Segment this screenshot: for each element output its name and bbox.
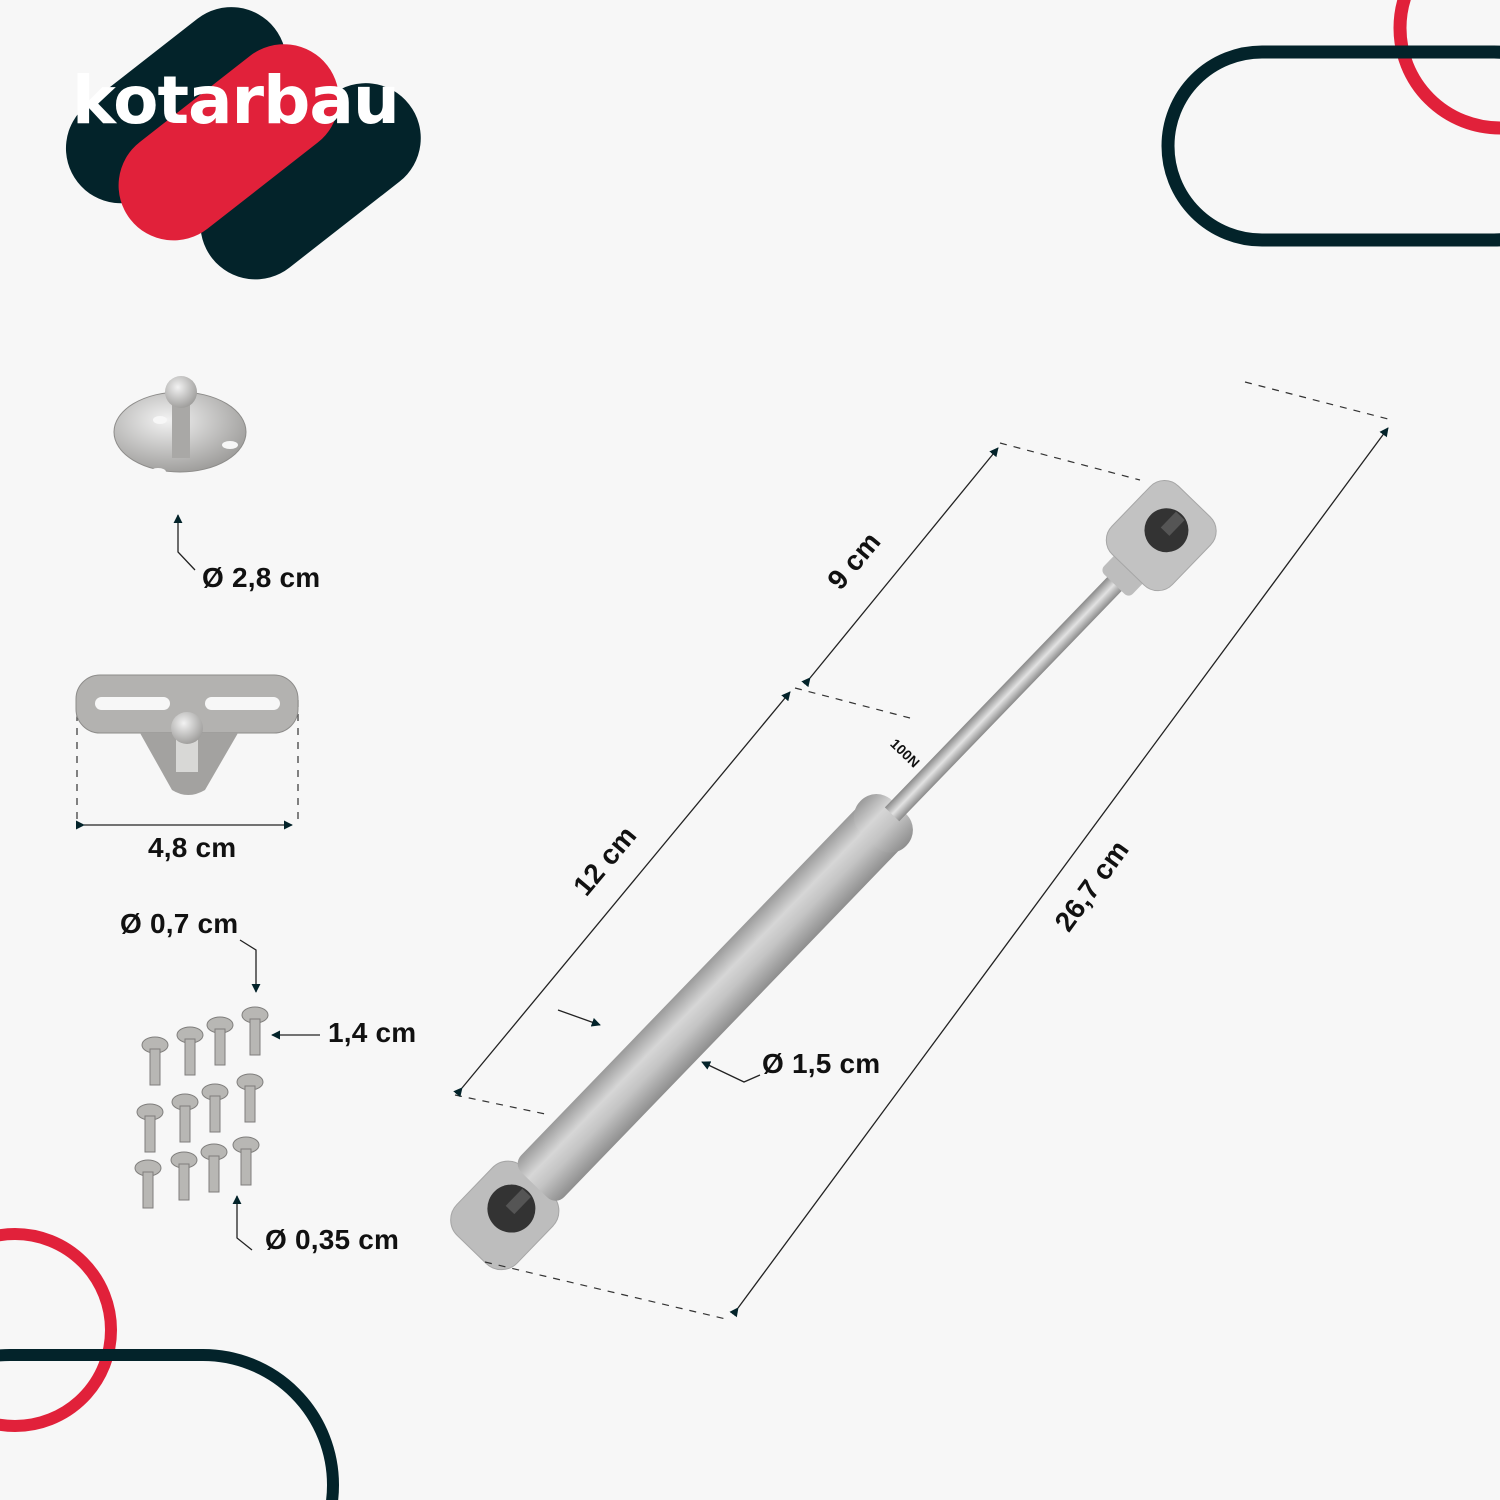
round-mount-diameter-label: Ø 2,8 cm: [202, 562, 321, 593]
decor-bottom-left: [0, 1228, 339, 1500]
screw-length-label: 1,4 cm: [328, 1017, 417, 1048]
bracket-width-label: 4,8 cm: [148, 832, 237, 863]
screw-head-diameter-label: Ø 0,7 cm: [120, 908, 239, 939]
dimension-lines: [75, 427, 1389, 1318]
screw-set: [134, 1006, 269, 1209]
logo-mark: [65, 7, 421, 280]
screw-shank-diameter-label: Ø 0,35 cm: [265, 1224, 400, 1255]
decor-top-right: [1161, 0, 1500, 247]
brand-logo: kotarbau: [72, 62, 400, 139]
cylinder-diameter-label: Ø 1,5 cm: [762, 1048, 881, 1079]
bracket-plate: [75, 674, 299, 795]
round-mount-plate: [113, 376, 247, 476]
